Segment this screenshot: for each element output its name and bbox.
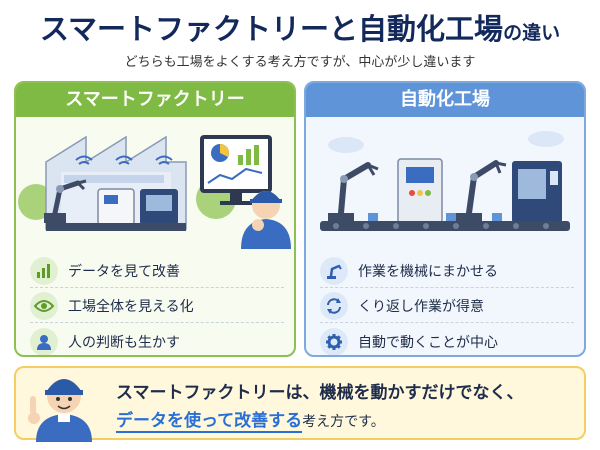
- page-title: スマートファクトリーと自動化工場の違い: [0, 6, 600, 48]
- feature-text: くり返し作業が得意: [358, 299, 484, 315]
- list-item: 自動で動くことが中心: [320, 325, 574, 355]
- gear-icon: [320, 327, 348, 355]
- smart-factory-scene-icon: [18, 135, 291, 249]
- smart-feature-list: データを見て改善 工場全体を見える化 人の判断も生かす: [30, 255, 284, 355]
- repeat-icon: [320, 292, 348, 320]
- automated-factory-illustration: [306, 117, 584, 249]
- worker-pointing-icon: [28, 379, 92, 442]
- list-item: くり返し作業が得意: [320, 290, 574, 323]
- list-item: データを見て改善: [30, 255, 284, 288]
- smart-factory-header: スマートファクトリー: [16, 83, 294, 117]
- smart-factory-panel: スマートファクトリー: [14, 81, 296, 357]
- feature-text: 作業を機械にまかせる: [358, 264, 498, 280]
- smart-factory-illustration: [16, 117, 294, 249]
- list-item: 作業を機械にまかせる: [320, 255, 574, 288]
- summary-highlight: データを使って改善する: [116, 411, 303, 433]
- title-main: スマートファクトリーと自動化工場: [39, 12, 504, 46]
- summary-note: スマートファクトリーは、機械を動かすだけでなく、 データを使って改善する考え方で…: [14, 366, 586, 442]
- automated-factory-header: 自動化工場: [306, 83, 584, 117]
- automated-factory-scene-icon: [320, 131, 570, 231]
- automated-feature-list: 作業を機械にまかせる くり返し作業が得意 自動で動くことが中心: [320, 255, 574, 355]
- summary-rest: 考え方です。: [302, 414, 385, 430]
- automated-factory-panel: 自動化工場: [304, 81, 586, 357]
- title-suffix: の違い: [503, 22, 561, 44]
- list-item: 工場全体を見える化: [30, 290, 284, 323]
- bar-chart-icon: [30, 257, 58, 285]
- feature-text: 自動で動くことが中心: [358, 334, 498, 351]
- person-icon: [30, 327, 58, 355]
- list-item: 人の判断も生かす: [30, 325, 284, 355]
- summary-line-1: スマートファクトリーは、機械を動かすだけでなく、: [116, 383, 524, 403]
- robot-arm-icon: [320, 257, 348, 285]
- feature-text: データを見て改善: [68, 264, 180, 280]
- feature-text: 工場全体を見える化: [68, 299, 194, 315]
- summary-line-2: データを使って改善する考え方です。: [116, 406, 385, 433]
- eye-icon: [30, 292, 58, 320]
- feature-text: 人の判断も生かす: [68, 334, 180, 351]
- page-subtitle: どちらも工場をよくする考え方ですが、中心が少し違います: [124, 55, 476, 70]
